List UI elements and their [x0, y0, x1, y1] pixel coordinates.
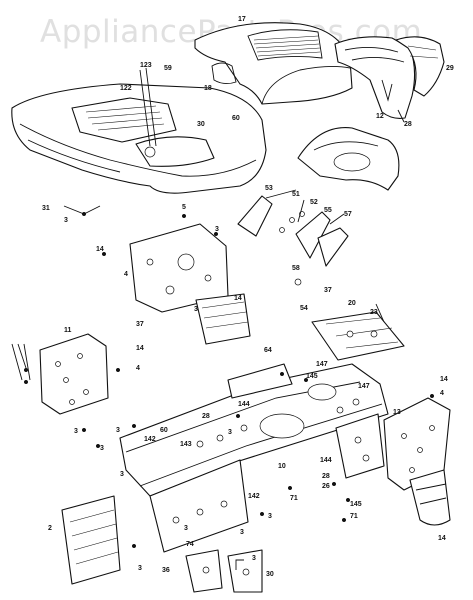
callout-label: 26 [322, 483, 330, 490]
callout-label: 28 [202, 413, 210, 420]
callout-label: 145 [306, 373, 318, 380]
lower-plate-part [61, 495, 121, 585]
callout-label: 60 [232, 115, 240, 122]
callout-label: 13 [393, 409, 401, 416]
callout-label: 31 [42, 205, 50, 212]
callout-label: 144 [320, 457, 332, 464]
callout-label: 28 [322, 473, 330, 480]
callout-labels: 17 29 123 59 122 18 30 12 28 60 31 3 5 5… [42, 16, 454, 578]
callout-label: 37 [324, 287, 332, 294]
callout-label: 3 [74, 428, 78, 435]
callout-label: 144 [238, 401, 250, 408]
callout-label: 4 [136, 365, 140, 372]
callout-label: 55 [324, 207, 332, 214]
left-panel-part [39, 333, 109, 415]
callout-label: 5 [182, 204, 186, 211]
callout-label: 142 [144, 436, 156, 443]
callout-label: 18 [204, 85, 212, 92]
callout-label: 3 [120, 471, 124, 478]
right-panel-part [383, 397, 451, 526]
callout-label: 2 [48, 525, 52, 532]
callout-label: 147 [316, 361, 328, 368]
callout-label: 36 [162, 567, 170, 574]
callout-label: 3 [100, 445, 104, 452]
callout-label: 37 [136, 321, 144, 328]
callout-label: 4 [440, 390, 444, 397]
fastener-part [11, 79, 435, 570]
callout-label: 145 [350, 501, 362, 508]
callout-label: 3 [194, 306, 198, 313]
callout-label: 3 [215, 226, 219, 233]
callout-label: 14 [234, 295, 242, 302]
side-panel-part [334, 36, 445, 119]
callout-label: 52 [310, 199, 318, 206]
callout-label: 147 [358, 383, 370, 390]
callout-label: 14 [96, 246, 104, 253]
callout-label: 60 [160, 427, 168, 434]
callout-label: 14 [438, 535, 446, 542]
callout-label: 74 [186, 541, 194, 548]
callout-label: 57 [344, 211, 352, 218]
callout-label: 3 [138, 565, 142, 572]
callout-label: 59 [164, 65, 172, 72]
callout-label: 30 [266, 571, 274, 578]
callout-label: 20 [348, 300, 356, 307]
callout-label: 64 [264, 347, 272, 354]
bracket-cluster-part [237, 189, 349, 286]
dash-panel-part [129, 223, 251, 345]
mount-plate-part [311, 303, 405, 361]
chassis-frame-part [119, 363, 389, 553]
callout-label: 4 [124, 271, 128, 278]
callout-label: 28 [404, 121, 412, 128]
callout-label: 3 [240, 529, 244, 536]
callout-label: 71 [290, 495, 298, 502]
fender-deck-part [11, 67, 267, 194]
callout-label: 3 [64, 217, 68, 224]
rear-shield-part [297, 127, 400, 191]
callout-label: 122 [120, 85, 132, 92]
callout-label: 3 [184, 525, 188, 532]
callout-label: 3 [116, 427, 120, 434]
callout-label: 54 [300, 305, 308, 312]
callout-label: 17 [238, 16, 246, 23]
callout-label: 10 [278, 463, 286, 470]
callout-label: 23 [370, 309, 378, 316]
callout-label: 123 [140, 62, 152, 69]
callout-label: 11 [64, 327, 72, 334]
callout-label: 14 [440, 376, 448, 383]
callout-label: 71 [350, 513, 358, 520]
callout-label: 29 [446, 65, 454, 72]
callout-label: 3 [228, 429, 232, 436]
callout-label: 3 [268, 513, 272, 520]
callout-label: 3 [252, 555, 256, 562]
callout-label: 51 [292, 191, 300, 198]
callout-label: 142 [248, 493, 260, 500]
callout-label: 53 [265, 185, 273, 192]
callout-label: 58 [292, 265, 300, 272]
callout-label: 14 [136, 345, 144, 352]
bottom-bracket-part [185, 549, 263, 593]
hood-part [194, 22, 353, 105]
callout-label: 12 [376, 113, 384, 120]
callout-label: 30 [197, 121, 205, 128]
callout-label: 143 [180, 441, 192, 448]
